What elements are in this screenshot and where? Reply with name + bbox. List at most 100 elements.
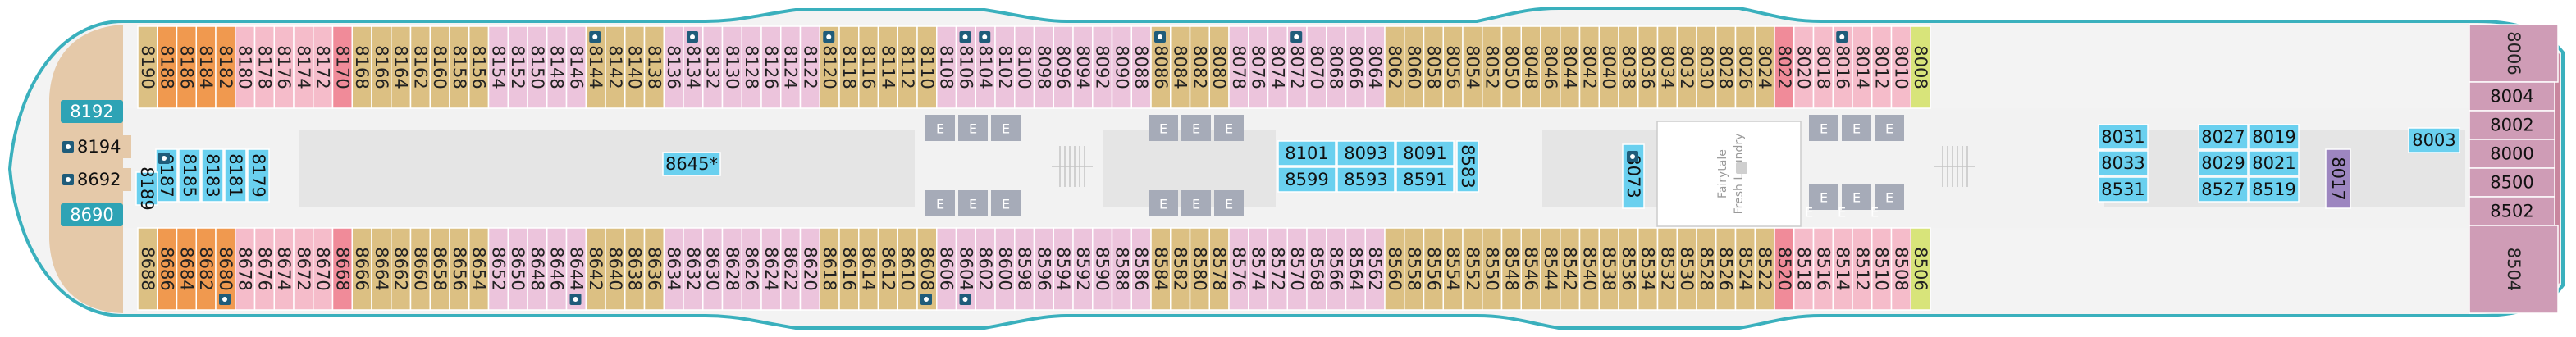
cabin-number-8048: 8048	[1521, 45, 1541, 89]
cabin-number-8134: 8134	[683, 45, 703, 89]
cabin-8181[interactable]	[224, 148, 247, 203]
cabin-8003[interactable]	[2408, 127, 2460, 153]
cabin-8591[interactable]	[1395, 166, 1455, 193]
cabin-8506[interactable]	[1910, 227, 1931, 311]
cabin-number-8599: 8599	[1285, 170, 1328, 189]
cabin-8583[interactable]	[1456, 140, 1479, 193]
cabin-number-8678: 8678	[235, 247, 255, 290]
cabin-8179[interactable]	[247, 148, 270, 203]
cabin-number-8032: 8032	[1677, 45, 1697, 89]
cabin-number-8100: 8100	[1015, 45, 1035, 89]
accessible-cabin-icon-mark	[690, 34, 695, 39]
cabin-number-8036: 8036	[1638, 45, 1658, 89]
cabin-8033[interactable]	[2098, 150, 2149, 176]
cabin-number-8538: 8538	[1599, 247, 1619, 290]
cabin-number-8029: 8029	[2201, 153, 2245, 173]
cabin-number-8030: 8030	[1697, 45, 1716, 89]
elevator-letter: E	[1225, 121, 1233, 137]
cabin-number-8598: 8598	[1015, 247, 1035, 290]
elevator-letter: E	[969, 197, 977, 212]
elevator-letter: E	[1820, 190, 1828, 206]
cabin-number-8520: 8520	[1774, 247, 1794, 290]
cabin-number-8592: 8592	[1073, 247, 1093, 290]
accessible-cabin-icon-mark	[592, 34, 598, 39]
cabin-number-8070: 8070	[1307, 45, 1327, 89]
cabin-number-8156: 8156	[469, 45, 489, 89]
cabin-number-8096: 8096	[1053, 45, 1073, 89]
cabin-8091[interactable]	[1395, 140, 1455, 166]
cabin-8527[interactable]	[2198, 176, 2249, 203]
cabin-number-8142: 8142	[605, 45, 625, 89]
cabin-8093[interactable]	[1336, 140, 1395, 166]
cabin-8002[interactable]	[2469, 110, 2555, 140]
bow-cabin-8690[interactable]	[61, 203, 123, 226]
cabin-8029[interactable]	[2198, 150, 2249, 176]
elevator-letter: E	[1820, 121, 1828, 137]
cabin-number-8542: 8542	[1560, 247, 1580, 290]
cabin-number-8512: 8512	[1852, 247, 1872, 290]
cabin-number-8583: 8583	[1458, 144, 1478, 188]
cabin-number-8536: 8536	[1619, 247, 1638, 290]
cabin-number-8660: 8660	[410, 247, 430, 290]
cabin-8189[interactable]	[135, 171, 158, 206]
elevator-letter: E	[1192, 197, 1200, 212]
cabin-8008[interactable]	[1910, 25, 1931, 109]
cabin-8004[interactable]	[2469, 81, 2555, 112]
cabin-8027[interactable]	[2198, 124, 2249, 150]
cabin-number-8092: 8092	[1093, 45, 1112, 89]
cabin-number-8112: 8112	[897, 45, 917, 89]
cabin-number-8118: 8118	[839, 45, 859, 89]
cabin-number-8680: 8680	[216, 247, 235, 290]
cabin-number-8000: 8000	[2490, 144, 2533, 164]
cabin-number-8166: 8166	[372, 45, 391, 89]
cabin-number-8620: 8620	[800, 247, 820, 290]
cabin-number-8126: 8126	[761, 45, 781, 89]
cabin-number-8136: 8136	[664, 45, 683, 89]
accessible-cabin-icon-mark	[66, 144, 71, 149]
cabin-number-8546: 8546	[1521, 247, 1541, 290]
cabin-8500[interactable]	[2469, 167, 2555, 198]
cabin-number-8638: 8638	[625, 247, 645, 290]
cabin-number-8190: 8190	[138, 45, 158, 89]
cabin-number-8586: 8586	[1131, 247, 1151, 290]
cabin-8645[interactable]	[662, 152, 721, 176]
cabin-number-8148: 8148	[547, 45, 567, 89]
cabin-8183[interactable]	[201, 148, 224, 203]
accessible-cabin-icon-mark	[573, 297, 578, 302]
elevator-icon	[991, 115, 1021, 141]
cabin-8519[interactable]	[2249, 176, 2300, 203]
cabin-number-8138: 8138	[644, 45, 664, 89]
cabin-8101[interactable]	[1277, 140, 1336, 166]
elevator-letter: E	[936, 121, 944, 137]
cabin-number-8574: 8574	[1249, 247, 1268, 290]
cabin-number-8602: 8602	[975, 247, 995, 290]
cabin-number-8688: 8688	[138, 247, 158, 290]
cabin-number-8076: 8076	[1249, 45, 1268, 89]
cabin-8021[interactable]	[2249, 150, 2300, 176]
cabin-8017[interactable]	[2325, 148, 2351, 209]
cabin-number-8630: 8630	[703, 247, 723, 290]
cabin-8185[interactable]	[178, 148, 201, 203]
cabin-8031[interactable]	[2098, 124, 2149, 150]
cabin-8504[interactable]	[2469, 225, 2559, 314]
cabin-number-8024: 8024	[1755, 45, 1774, 89]
cabin-number-8632: 8632	[683, 247, 703, 290]
elevator-icon	[1875, 115, 1904, 141]
cabin-number-8568: 8568	[1307, 247, 1327, 290]
elevator-icon	[1149, 190, 1178, 216]
elevator-icon	[1809, 115, 1838, 141]
accessible-cabin-icon-mark	[1839, 34, 1845, 39]
cabin-number-8656: 8656	[450, 247, 469, 290]
cabin-8599[interactable]	[1277, 166, 1336, 193]
cabin-number-8004: 8004	[2490, 87, 2533, 107]
cabin-number-8594: 8594	[1053, 247, 1073, 290]
cabin-number-8514: 8514	[1833, 247, 1852, 290]
cabin-8593[interactable]	[1336, 166, 1395, 193]
cabin-number-8132: 8132	[703, 45, 723, 89]
bow-cabin-8192[interactable]	[61, 100, 123, 123]
cabin-number-8628: 8628	[722, 247, 742, 290]
cabin-number-8566: 8566	[1327, 247, 1346, 290]
cabin-8019[interactable]	[2249, 124, 2300, 150]
cabin-number-8154: 8154	[488, 45, 508, 89]
cabin-8531[interactable]	[2098, 176, 2149, 203]
